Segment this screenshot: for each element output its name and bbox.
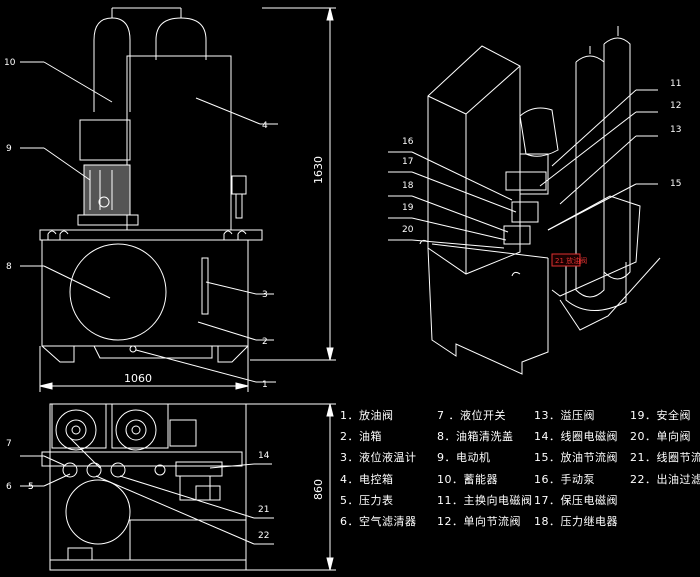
legend-column-2: 7 ．液位开关 8．油箱清洗盖 9．电动机 10．蓄能器 11．主换向电磁阀 1… <box>437 405 533 532</box>
legend-item: 19．安全阀 <box>630 409 691 422</box>
legend-item: 12．单向节流阀 <box>437 514 521 528</box>
callout-9: 9 <box>6 144 12 154</box>
legend-item: 11．主换向电磁阀 <box>437 493 533 507</box>
iso-callout-11: 11 <box>670 79 681 89</box>
callout-8: 8 <box>6 262 12 272</box>
legend-item: 3．液位液温计 <box>340 451 417 465</box>
legend-item: 7 ．液位开关 <box>437 409 506 422</box>
iso-callout-17: 17 <box>402 157 413 167</box>
iso-callout-13: 13 <box>670 125 681 135</box>
callout-10: 10 <box>4 58 16 68</box>
top-callout-14: 14 <box>258 451 270 461</box>
width-dimension: 1060 <box>124 372 152 385</box>
cleaning-cover <box>69 243 167 341</box>
legend-item: 13．溢压阀 <box>534 409 595 422</box>
top-view <box>20 403 336 571</box>
legend-item: 22．出油过滤器 <box>630 472 700 486</box>
legend-item: 18．压力继电器 <box>534 514 618 528</box>
iso-callout-20: 20 <box>402 225 414 235</box>
callout-3: 3 <box>262 290 268 300</box>
legend-item: 1．放油阀 <box>340 409 394 422</box>
callout-1: 1 <box>262 380 268 390</box>
legend-item: 20．单向阀 <box>630 430 691 444</box>
legend-column-1: 1．放油阀 2．油箱 3．液位液温计 4．电控箱 5．压力表 6．空气滤清器 <box>340 405 417 532</box>
legend-item: 15．放油节流阀 <box>534 451 618 465</box>
height-dimension: 1630 <box>312 156 325 184</box>
legend-item: 21．线圈节流阀 <box>630 451 700 465</box>
iso-callout-16: 16 <box>402 137 414 147</box>
iso-red-tag: 21 放油阀 <box>555 256 587 265</box>
depth-dimension: 860 <box>312 479 325 500</box>
iso-callout-12: 12 <box>670 101 681 111</box>
iso-callout-18: 18 <box>402 181 414 191</box>
legend-item: 16．手动泵 <box>534 472 595 486</box>
legend-item: 17．保压电磁阀 <box>534 493 618 507</box>
callout-2: 2 <box>262 337 268 347</box>
top-callout-22: 22 <box>258 531 269 541</box>
legend-column-3: 13．溢压阀 14．线圈电磁阀 15．放油节流阀 16．手动泵 17．保压电磁阀… <box>534 405 618 532</box>
legend-item: 4．电控箱 <box>340 472 394 486</box>
top-callout-5: 5 <box>28 482 34 492</box>
legend-item: 8．油箱清洗盖 <box>437 430 514 444</box>
legend-item: 9．电动机 <box>437 451 491 465</box>
iso-callout-19: 19 <box>402 203 414 213</box>
callout-5: 5 <box>28 482 34 492</box>
isometric-view <box>388 26 661 375</box>
legend-item: 2．油箱 <box>340 430 382 444</box>
legend-item: 5．压力表 <box>340 493 394 507</box>
top-callout-21: 21 <box>258 505 269 515</box>
legend-column-4: 19．安全阀 20．单向阀 21．线圈节流阀 22．出油过滤器 <box>630 405 700 490</box>
legend-item: 10．蓄能器 <box>437 472 498 486</box>
control-cabinet <box>126 55 232 231</box>
callout-4: 4 <box>262 121 268 131</box>
top-callout-6: 6 <box>6 482 12 492</box>
front-view <box>20 7 336 392</box>
top-callout-7: 7 <box>6 439 12 449</box>
legend-item: 6．空气滤清器 <box>340 514 417 528</box>
iso-callout-15: 15 <box>670 179 681 189</box>
legend-item: 14．线圈电磁阀 <box>534 430 618 444</box>
